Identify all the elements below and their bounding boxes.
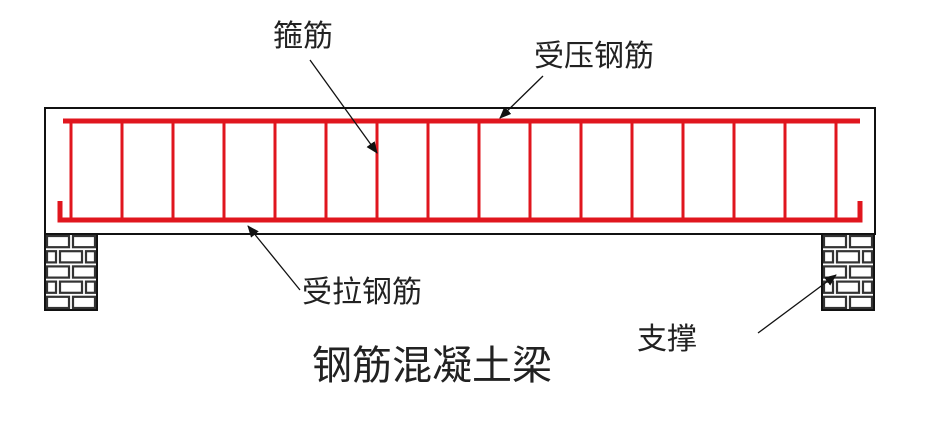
brick — [45, 295, 71, 310]
brick — [45, 250, 58, 264]
brick — [848, 234, 874, 249]
diagram-title: 钢筋混凝土梁 — [312, 343, 552, 389]
brick — [822, 295, 848, 310]
brick — [58, 280, 84, 294]
concrete-beam — [44, 107, 876, 235]
brick — [58, 250, 84, 264]
brick — [71, 295, 97, 310]
brick — [848, 295, 874, 310]
stirrups — [69, 121, 838, 220]
tension-leader-arrow — [247, 225, 301, 291]
tension-rebar-label: 受拉钢筋 — [302, 275, 422, 310]
brick — [861, 280, 874, 294]
compression-leader-arrow — [499, 75, 544, 119]
brick — [84, 250, 97, 264]
brick — [861, 250, 874, 264]
brick — [822, 250, 835, 264]
brick — [835, 250, 861, 264]
brick — [822, 234, 848, 249]
compression-rebar-label: 受压钢筋 — [534, 39, 654, 74]
brick — [71, 265, 97, 279]
stirrup-leader-arrow — [309, 59, 378, 154]
support-label: 支撑 — [637, 322, 697, 357]
brick — [45, 234, 71, 249]
support-leader-arrow — [757, 274, 837, 334]
brick — [84, 280, 97, 294]
brick — [45, 280, 58, 294]
brick — [45, 265, 71, 279]
right-support — [821, 233, 875, 311]
left-support — [44, 233, 98, 311]
stirrup-label: 箍筋 — [273, 19, 333, 54]
brick — [835, 280, 861, 294]
tension-rebar — [57, 201, 863, 223]
brick — [71, 234, 97, 249]
brick — [848, 265, 874, 279]
